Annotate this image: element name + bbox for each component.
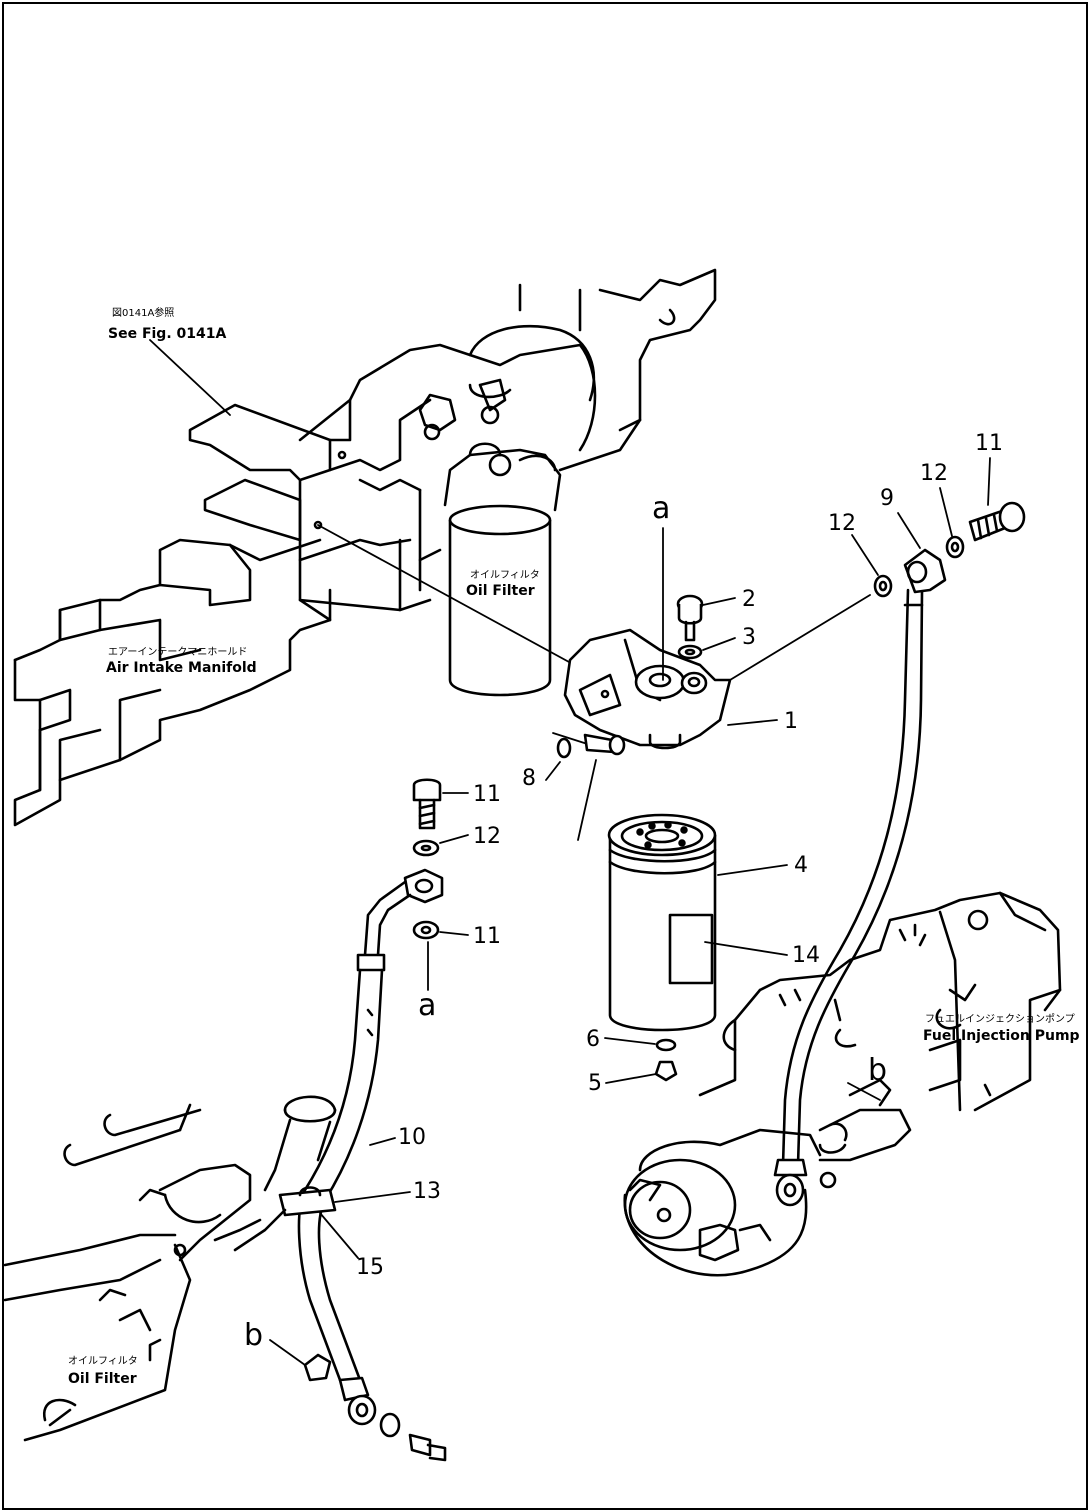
see-fig-jp: 図0141A参照	[112, 306, 174, 319]
bolt-part-11-right	[968, 501, 1026, 542]
bolt-part-2	[676, 594, 704, 642]
oil-pipe-part-10-a	[363, 880, 407, 957]
callout-12-lower: 12	[828, 511, 856, 536]
callout-9: 9	[880, 486, 894, 511]
fuel-pump-label: Fuel Injection Pump	[923, 1028, 1080, 1044]
label-plate-part-14	[668, 913, 714, 985]
intake-manifold-jp: エアーインテークマニホールド	[108, 646, 247, 658]
filter-cartridge-part-4	[607, 813, 717, 1032]
callout-3: 3	[742, 625, 756, 650]
callout-11-left-top: 11	[473, 782, 501, 807]
oil-filter-bottom-label: Oil Filter	[68, 1371, 137, 1387]
washer-bottom	[379, 1412, 401, 1438]
fuel-injection-pump-drawing	[623, 891, 1062, 1277]
clamp-part-13	[278, 1188, 337, 1217]
washer-part-8	[556, 737, 572, 759]
intake-manifold-drawing: オイルフィルタ Oil Filter	[13, 268, 717, 827]
ref-a-bottom: a	[418, 988, 436, 1023]
eye-joint-left	[403, 868, 444, 904]
callout-11-right: 11	[975, 431, 1003, 456]
ref-a-top: a	[652, 491, 670, 526]
callout-8: 8	[522, 766, 536, 791]
oil-filter-bottom-jp: オイルフィルタ	[68, 1355, 138, 1367]
plug-b-left	[303, 1353, 332, 1382]
callout-12-upper: 12	[920, 461, 948, 486]
filter-bracket-part-1	[563, 628, 732, 750]
washer-part-11-left	[412, 920, 440, 940]
callout-11-left-bottom: 11	[473, 924, 501, 949]
callout-1: 1	[784, 709, 798, 734]
washer-part-3	[677, 644, 703, 660]
oil-pipe-right-b	[796, 590, 924, 1167]
washer-part-12-upper	[945, 535, 965, 559]
washer-part-12-lower	[873, 574, 893, 598]
callout-5: 5	[588, 1071, 602, 1096]
ref-b-right: b	[868, 1053, 887, 1088]
oil-pipe-part-10-b	[376, 893, 412, 957]
ref-b-left: b	[244, 1318, 263, 1353]
callout-12-left: 12	[473, 824, 501, 849]
drain-plug-part-5	[654, 1060, 678, 1082]
oil-filter-top-label: Oil Filter	[466, 583, 535, 599]
callout-14: 14	[792, 943, 820, 968]
bolt-part-11-left-top	[412, 778, 442, 830]
callout-15: 15	[356, 1255, 384, 1280]
callout-13: 13	[413, 1179, 441, 1204]
see-fig-label: See Fig. 0141A	[108, 326, 226, 342]
washer-part-12-left	[412, 839, 440, 857]
callout-2: 2	[742, 587, 756, 612]
oil-filter-top-jp: オイルフィルタ	[470, 569, 540, 581]
oil-pipe-right-a	[781, 588, 910, 1167]
callout-6: 6	[586, 1027, 600, 1052]
intake-manifold-label: Air Intake Manifold	[106, 660, 257, 676]
fuel-pump-jp: フュエルインジェクションポンプ	[925, 1013, 1075, 1025]
engine-lower-left-drawing	[3, 1103, 287, 1442]
gasket-part-6	[655, 1038, 677, 1052]
callout-10: 10	[398, 1125, 426, 1150]
callout-4: 4	[794, 853, 808, 878]
bolt-bottom	[408, 1433, 432, 1457]
